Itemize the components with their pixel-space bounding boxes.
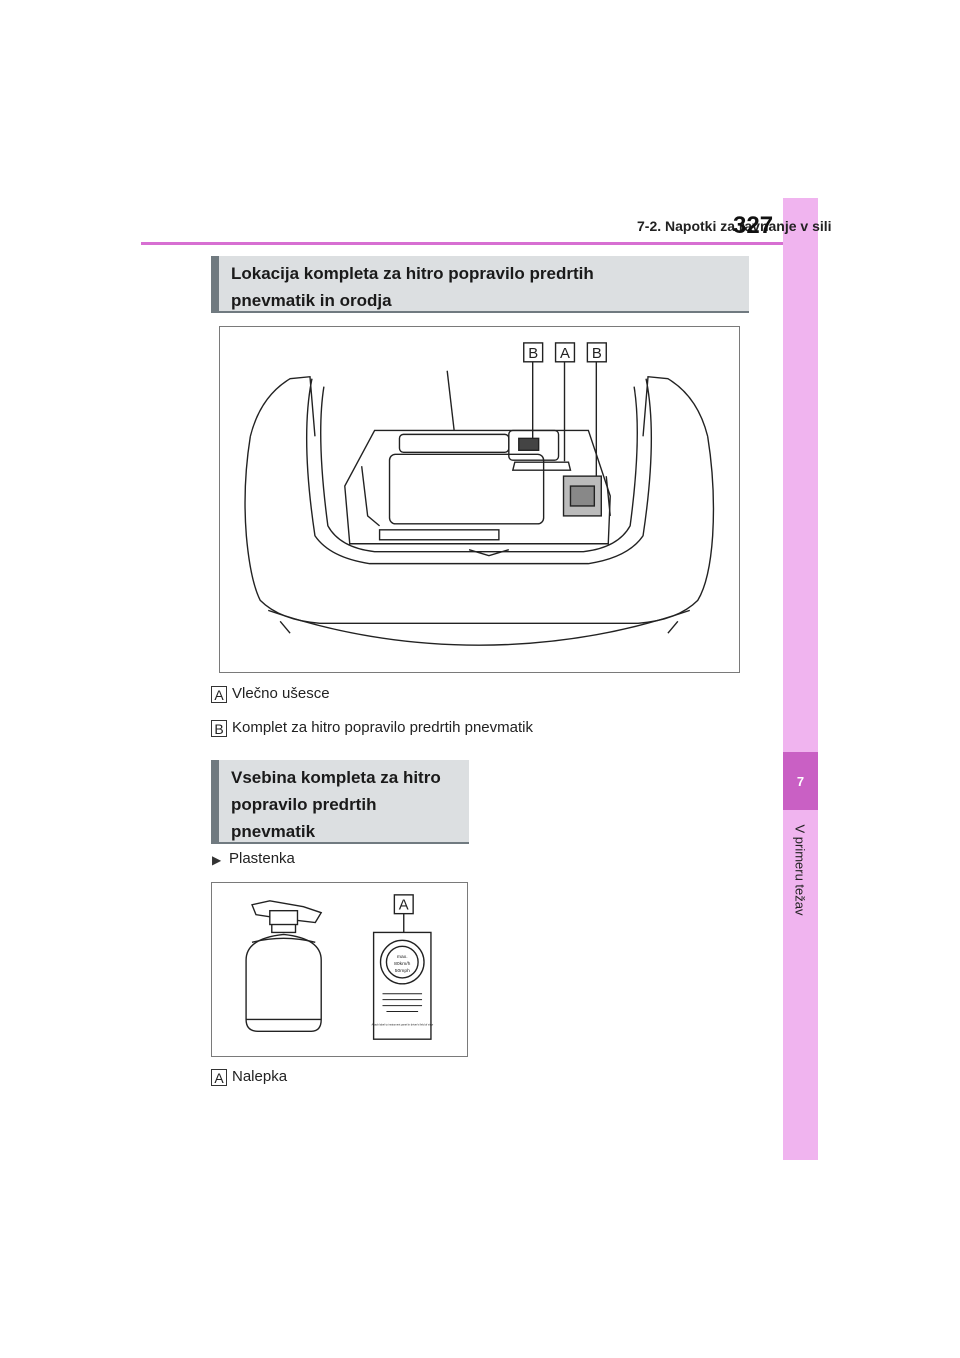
section-heading-line: popravilo predrtih bbox=[231, 795, 377, 814]
sealant-bottle bbox=[245, 900, 323, 1032]
warning-sticker: max. 80km/h 50mph Attach label to instru… bbox=[371, 931, 433, 1040]
triangle-bullet-icon: ▶ bbox=[212, 853, 222, 867]
section-heading-line: pnevmatik bbox=[231, 822, 316, 841]
callout-a-sticker: A bbox=[393, 894, 414, 915]
section-heading-line: Vsebina kompleta za hitro bbox=[231, 768, 441, 787]
bullet-text-bottle: Plastenka bbox=[229, 850, 295, 867]
section-heading-location: Lokacija kompleta za hitro popravilo pre… bbox=[211, 256, 749, 313]
bottle-illustration: A max. 80km/h 50mph Attach label to inst… bbox=[211, 882, 468, 1057]
callout-label: A bbox=[399, 898, 409, 914]
header-rule bbox=[141, 242, 783, 245]
sticker-note: Attach label to instrument panel in driv… bbox=[371, 1022, 433, 1026]
side-tab-strip bbox=[783, 198, 818, 1160]
callout-b-left: B bbox=[523, 342, 544, 363]
page-number: 327 bbox=[733, 212, 774, 239]
section-heading-line: pnevmatik in orodja bbox=[231, 291, 392, 310]
legend-badge-a: A bbox=[211, 1069, 227, 1086]
callout-label: B bbox=[528, 346, 538, 362]
sticker-speed-label: max. bbox=[397, 955, 408, 960]
legend-text-repair-kit: Komplet za hitro popravilo predrtih pnev… bbox=[232, 719, 533, 736]
legend-text-sticker: Nalepka bbox=[232, 1068, 288, 1085]
callout-b-right: B bbox=[586, 342, 607, 363]
section-heading-kit-contents: Vsebina kompleta za hitro popravilo pred… bbox=[211, 760, 469, 844]
sticker-speed-mph: 50mph bbox=[395, 968, 410, 974]
callout-a: A bbox=[554, 342, 576, 363]
callout-label: A bbox=[560, 346, 570, 362]
running-header: 7-2. Napotki za ravnanje v sili bbox=[637, 218, 832, 234]
legend-badge-b: B bbox=[211, 720, 227, 737]
trunk-illustration: B A B bbox=[219, 326, 740, 673]
legend-text-tow-eyelet: Vlečno ušesce bbox=[232, 685, 330, 702]
chapter-label: V primeru težav bbox=[792, 824, 808, 916]
legend-badge-a: A bbox=[211, 686, 227, 703]
sticker-speed-kmh: 80km/h bbox=[394, 961, 410, 967]
section-heading-line: Lokacija kompleta za hitro popravilo pre… bbox=[231, 264, 594, 283]
chapter-number-tab[interactable]: 7 bbox=[783, 752, 818, 810]
callout-label: B bbox=[592, 346, 602, 362]
